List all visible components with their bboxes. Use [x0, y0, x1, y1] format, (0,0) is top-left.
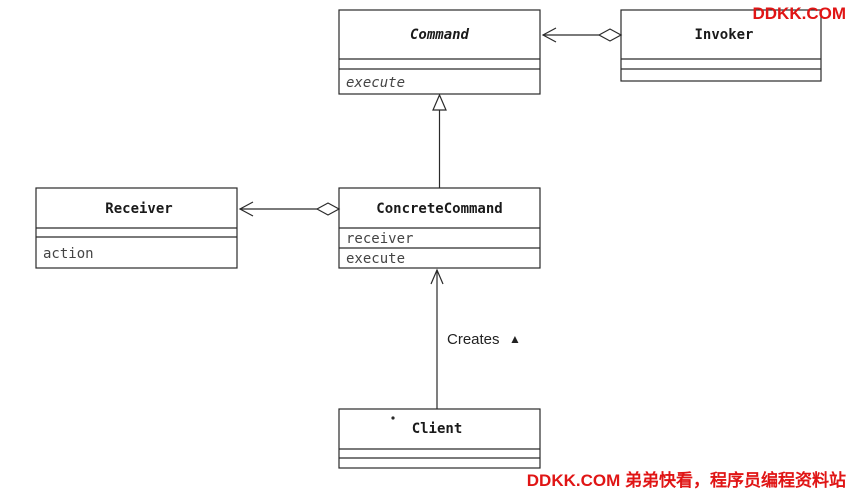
aggregation-diamond: [315, 202, 341, 216]
class-invoker: Invoker: [620, 9, 822, 82]
association-client-creates: Creates ▲: [430, 268, 521, 409]
aggregation-diamond: [597, 28, 623, 42]
class-client-name: Client: [412, 421, 463, 437]
class-concrete-command-attribute: receiver: [346, 231, 413, 247]
watermark-top: DDKK.COM: [752, 4, 847, 23]
open-arrowhead: [238, 201, 254, 217]
class-concrete-command-operation: execute: [346, 251, 405, 267]
open-arrowhead: [541, 27, 557, 43]
class-concrete-command-name: ConcreteCommand: [376, 201, 502, 217]
class-invoker-name: Invoker: [694, 27, 753, 43]
class-command-operation: execute: [346, 75, 405, 91]
class-receiver-operation: action: [43, 246, 94, 262]
class-client-box: [338, 408, 541, 469]
watermark-bottom: DDKK.COM 弟弟快看，程序员编程资料站: [526, 471, 846, 490]
generalization-concrete-command: [432, 93, 447, 188]
aggregation-invoker-command: [541, 27, 623, 43]
class-client: Client: [338, 408, 541, 469]
class-concrete-command: ConcreteCommand receiver execute: [338, 187, 541, 269]
direction-triangle-icon: ▲: [509, 332, 521, 346]
aggregation-concrete-command-receiver: [238, 201, 341, 217]
inheritance-triangle: [432, 93, 447, 111]
class-receiver-name: Receiver: [105, 201, 172, 217]
class-command: Command execute: [338, 9, 541, 95]
creates-label: Creates: [447, 331, 500, 348]
class-command-box: [338, 9, 541, 95]
class-receiver: Receiver action: [35, 187, 238, 269]
speck-mark: [391, 416, 395, 420]
class-command-name: Command: [410, 27, 470, 43]
open-arrowhead: [430, 268, 444, 285]
